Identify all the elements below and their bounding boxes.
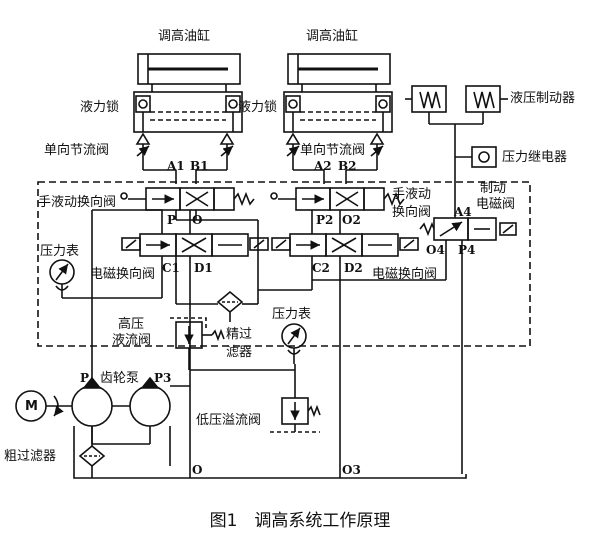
gear-pump-label: 齿轮泵 <box>100 371 140 386</box>
fine-filter-symbol <box>216 290 244 322</box>
brake-label: 液压制动器 <box>510 91 576 106</box>
hydraulic-lock-left-symbol <box>133 91 243 133</box>
solenoid-valve-left-label: 电磁换向阀 <box>90 267 156 282</box>
manual-valve-left-symbol <box>120 187 255 211</box>
motor-label: M <box>25 399 38 414</box>
port-a1: A1 <box>167 159 185 173</box>
brake-symbol <box>405 85 508 200</box>
port-p4: P4 <box>458 243 476 257</box>
high-relief-label-2: 液流阀 <box>112 333 152 348</box>
port-b1: B1 <box>190 159 209 173</box>
motor-symbol <box>15 390 72 422</box>
coarse-filter-label: 粗过滤器 <box>4 449 57 464</box>
brake-solenoid-valve-symbol <box>419 200 517 262</box>
pressure-gauge-left-symbol <box>49 259 75 298</box>
brake-solenoid-label-2: 电磁阀 <box>476 197 516 212</box>
manual-valve-right-label-1: 手液动 <box>392 187 432 202</box>
low-relief-label: 低压溢流阀 <box>196 413 262 428</box>
figure-caption: 图1 调高系统工作原理 <box>209 511 391 531</box>
port-c2: C2 <box>312 261 330 275</box>
brake-solenoid-label-1: 制动 <box>480 181 507 196</box>
hydraulic-lock-right-symbol <box>283 91 393 133</box>
check-throttle-left-label: 单向节流阀 <box>44 143 110 158</box>
main-piping <box>62 209 463 478</box>
port-p: P <box>167 213 177 227</box>
port-o3-bottom: O3 <box>342 463 361 477</box>
port-c1: C1 <box>162 261 180 275</box>
cylinder-left-label: 调高油缸 <box>158 29 211 44</box>
hydraulic-lock-right-label: 液力锁 <box>238 100 278 115</box>
port-d1: D1 <box>194 261 213 275</box>
port-a4: A4 <box>454 205 472 219</box>
pressure-gauge-right-label: 压力表 <box>272 307 312 322</box>
hydraulic-lock-left-label: 液力锁 <box>80 100 120 115</box>
port-d2: D2 <box>344 261 363 275</box>
port-a2: A2 <box>314 159 332 173</box>
check-throttle-right-label: 单向节流阀 <box>300 143 366 158</box>
pressure-relay-symbol <box>455 146 497 168</box>
tank-line <box>73 474 467 479</box>
control-block-boundary <box>37 181 531 347</box>
port-o-bottom: O <box>192 463 203 477</box>
fine-filter-label-1: 精过 <box>226 327 253 342</box>
check-throttle-left-symbol <box>135 132 235 184</box>
low-pressure-relief-symbol <box>270 397 321 433</box>
pressure-relay-label: 压力继电器 <box>502 150 568 165</box>
solenoid-valve-right-symbol <box>271 233 419 257</box>
cylinder-left-symbol <box>137 53 241 92</box>
port-p3: P3 <box>154 371 172 385</box>
fine-filter-label-2: 滤器 <box>226 345 253 360</box>
manual-valve-right-label-2: 换向阀 <box>392 205 432 220</box>
check-throttle-right-symbol <box>285 132 385 184</box>
port-pump-p: P <box>80 371 90 385</box>
port-o: O <box>192 213 203 227</box>
manual-valve-right-symbol <box>270 187 405 211</box>
cylinder-right-symbol <box>287 53 391 92</box>
coarse-filter-symbol <box>78 444 106 478</box>
gear-pump-symbol <box>71 376 171 445</box>
port-o4: O4 <box>426 243 445 257</box>
solenoid-valve-right-label: 电磁换向阀 <box>372 267 438 282</box>
pressure-gauge-left-label: 压力表 <box>40 244 80 259</box>
cylinder-right-label: 调高油缸 <box>306 29 359 44</box>
high-relief-label-1: 高压 <box>118 317 145 332</box>
port-b2: B2 <box>338 159 357 173</box>
port-o2: O2 <box>342 213 361 227</box>
manual-valve-left-label: 手液动换向阀 <box>38 195 117 210</box>
port-p2: P2 <box>316 213 334 227</box>
high-pressure-relief-symbol <box>170 317 225 349</box>
pressure-gauge-right-symbol <box>281 323 307 364</box>
solenoid-valve-left-symbol <box>121 233 269 257</box>
